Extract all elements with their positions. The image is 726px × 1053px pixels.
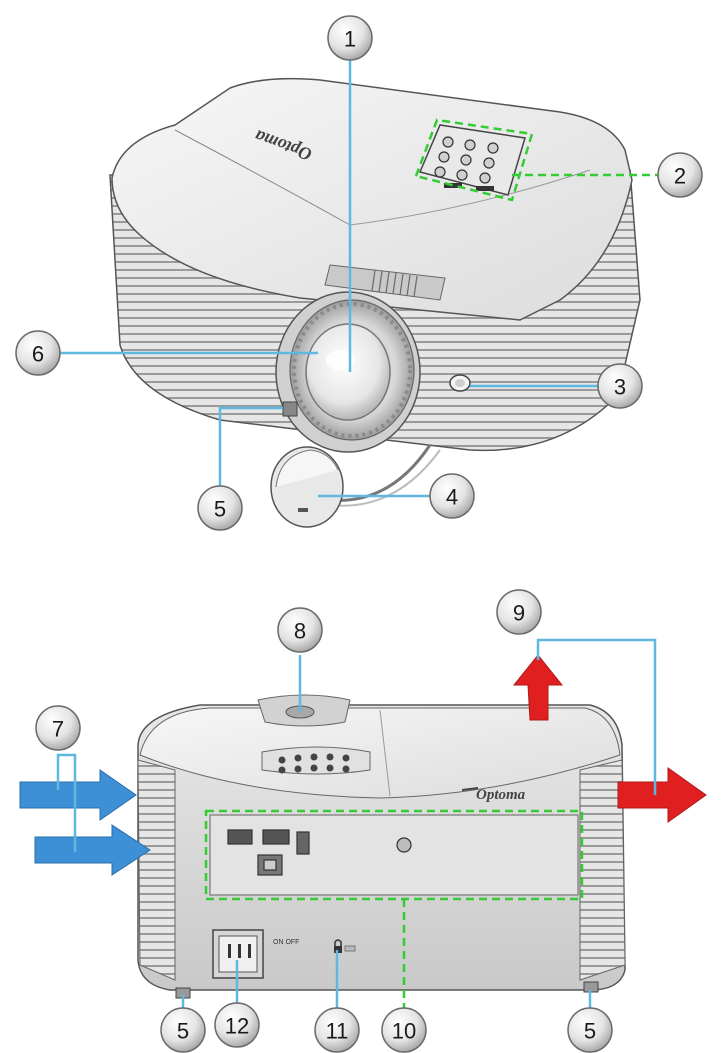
exhaust-arrow-right: [617, 767, 707, 823]
keypad-highlight: [414, 118, 534, 202]
intake-arrow-lower: [34, 824, 151, 876]
rear-leader-lines: [56, 638, 657, 1032]
callout-12: 12: [214, 1002, 260, 1048]
callout-1: 1: [327, 15, 373, 61]
rear-left-vents: [137, 759, 176, 981]
callout-4: 4: [429, 473, 475, 519]
svg-text:6: 6: [32, 342, 44, 367]
svg-text:4: 4: [446, 485, 458, 510]
power-switch-mark: ON OFF: [273, 939, 299, 946]
io-ports: [227, 829, 412, 876]
svg-text:3: 3: [614, 375, 626, 400]
svg-text:8: 8: [294, 619, 306, 644]
callout-7: 7: [35, 705, 81, 751]
svg-text:1: 1: [344, 27, 356, 52]
svg-text:9: 9: [513, 601, 525, 626]
svg-text:12: 12: [225, 1014, 249, 1039]
svg-text:2: 2: [674, 164, 686, 189]
callout-5-rear-left: 5: [160, 1007, 206, 1053]
callout-8: 8: [277, 607, 323, 653]
callout-5-rear-right: 5: [567, 1007, 613, 1053]
intake-arrow-upper: [19, 769, 137, 821]
front-leader-lines: [58, 58, 600, 498]
callout-11: 11: [314, 1007, 360, 1053]
callout-6: 6: [15, 330, 61, 376]
svg-text:10: 10: [392, 1019, 416, 1044]
keypad-buttons: [434, 136, 499, 184]
svg-text:5: 5: [214, 497, 226, 522]
callout-2: 2: [657, 152, 703, 198]
projector-rear-view: Optoma ON OFF: [19, 654, 707, 999]
svg-text:5: 5: [177, 1019, 189, 1044]
projector-front-view: Optoma: [109, 77, 641, 528]
lens: [305, 323, 391, 421]
lens-cap-strap: [329, 444, 432, 502]
callout-balloons: 1 2 3 4 5 6 7 8: [15, 15, 703, 1053]
rear-brand-logo: Optoma: [476, 787, 526, 803]
io-panel-highlight: [204, 809, 584, 901]
callout-5: 5: [197, 485, 243, 531]
callout-3: 3: [597, 363, 643, 409]
rear-right-vents: [579, 759, 626, 981]
svg-text:7: 7: [52, 717, 64, 742]
callout-9: 9: [496, 589, 542, 635]
front-top-panel-line: [174, 129, 351, 285]
svg-text:5: 5: [584, 1019, 596, 1044]
svg-text:11: 11: [326, 1019, 349, 1044]
callout-10: 10: [381, 1007, 427, 1053]
kensington-lock-icon: [334, 939, 356, 953]
exhaust-arrow-top: [512, 654, 564, 721]
front-elevator-foot: [282, 401, 298, 417]
rear-top-surface: [139, 707, 621, 799]
